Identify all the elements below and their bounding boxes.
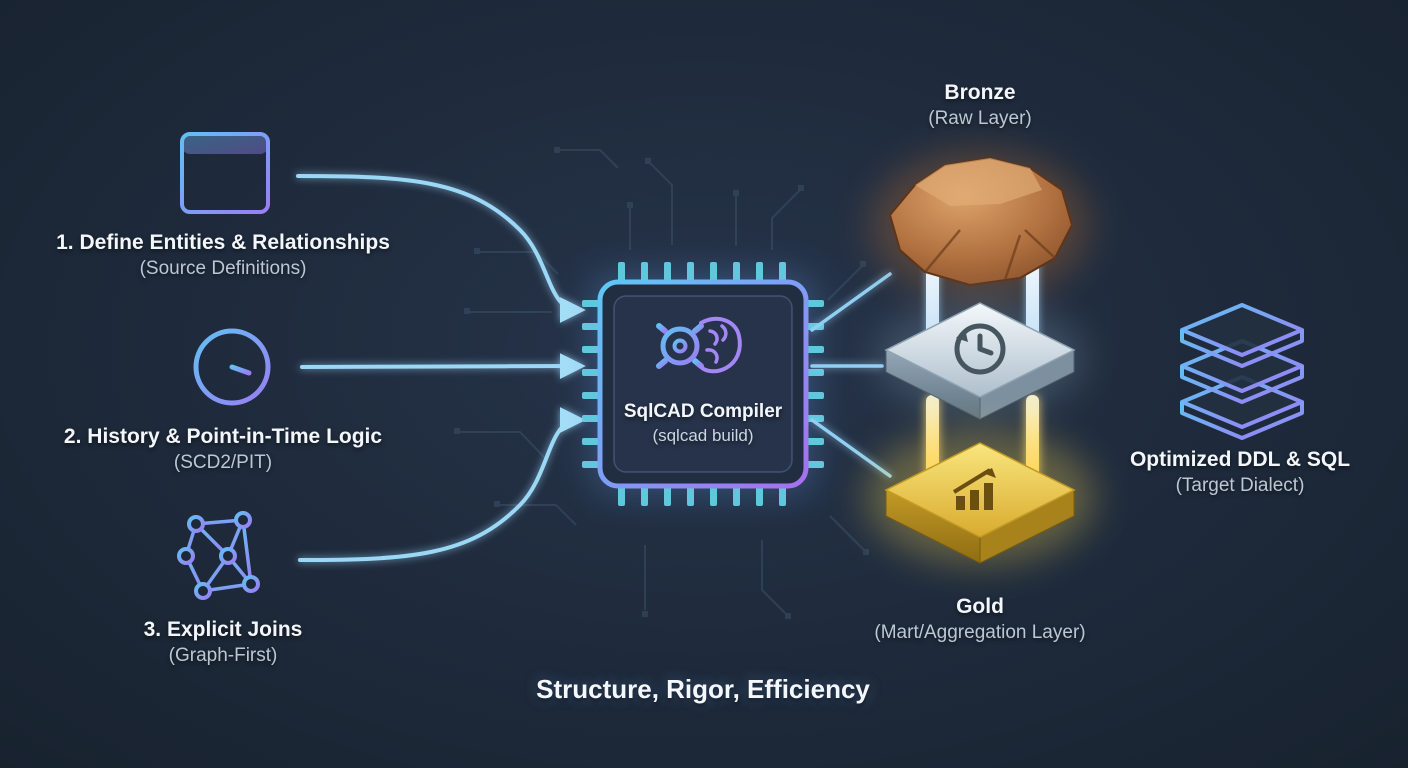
bronze-subtitle: (Raw Layer) xyxy=(928,108,1032,129)
output-subtitle: (Target Dialect) xyxy=(1175,475,1305,496)
layer-stack-icon xyxy=(1180,303,1304,440)
output-label: Optimized DDL & SQL (Target Dialect) xyxy=(1130,446,1350,499)
silver-platform xyxy=(884,302,1076,420)
history-clock-icon xyxy=(163,328,271,406)
bronze-title: Bronze xyxy=(944,81,1016,104)
input-3-subtitle: (Graph-First) xyxy=(168,645,278,666)
chip-output-connectors xyxy=(810,272,892,478)
graph-network-icon xyxy=(177,511,260,600)
chip-inner-frame xyxy=(613,295,793,473)
table-grid-icon xyxy=(180,132,270,214)
input-3-label: 3. Explicit Joins (Graph-First) xyxy=(144,616,303,669)
input-3-title: 3. Explicit Joins xyxy=(143,618,303,641)
input-2-title: 2. History & Point-in-Time Logic xyxy=(63,425,383,448)
bronze-rock xyxy=(888,156,1074,287)
bronze-label: Bronze (Raw Layer) xyxy=(928,79,1031,132)
compiler-title: SqlCAD Compiler xyxy=(623,401,783,422)
gear-brain-icon xyxy=(648,314,742,378)
circuit-traces xyxy=(454,147,869,619)
input-arrows xyxy=(296,174,586,562)
compiler-label: SqlCAD Compiler (sqlcad build) xyxy=(624,399,782,447)
gold-subtitle: (Mart/Aggregation Layer) xyxy=(874,622,1086,643)
compiler-chip xyxy=(582,262,824,506)
input-1-subtitle: (Source Definitions) xyxy=(139,258,307,279)
chip-pins xyxy=(582,262,824,506)
compiler-subtitle: (sqlcad build) xyxy=(652,426,754,445)
tagline: Structure, Rigor, Efficiency xyxy=(536,674,870,704)
input-1-title: 1. Define Entities & Relationships xyxy=(56,231,390,254)
bar-chart-icon xyxy=(952,468,996,510)
input-2-subtitle: (SCD2/PIT) xyxy=(173,452,273,473)
output-title: Optimized DDL & SQL xyxy=(1129,448,1351,471)
gold-platform xyxy=(884,442,1076,564)
input-2-label: 2. History & Point-in-Time Logic (SCD2/P… xyxy=(64,423,382,476)
input-1-label: 1. Define Entities & Relationships (Sour… xyxy=(56,229,390,282)
gold-title: Gold xyxy=(956,595,1004,618)
gold-label: Gold (Mart/Aggregation Layer) xyxy=(874,593,1085,646)
history-clock-icon xyxy=(954,323,1006,375)
